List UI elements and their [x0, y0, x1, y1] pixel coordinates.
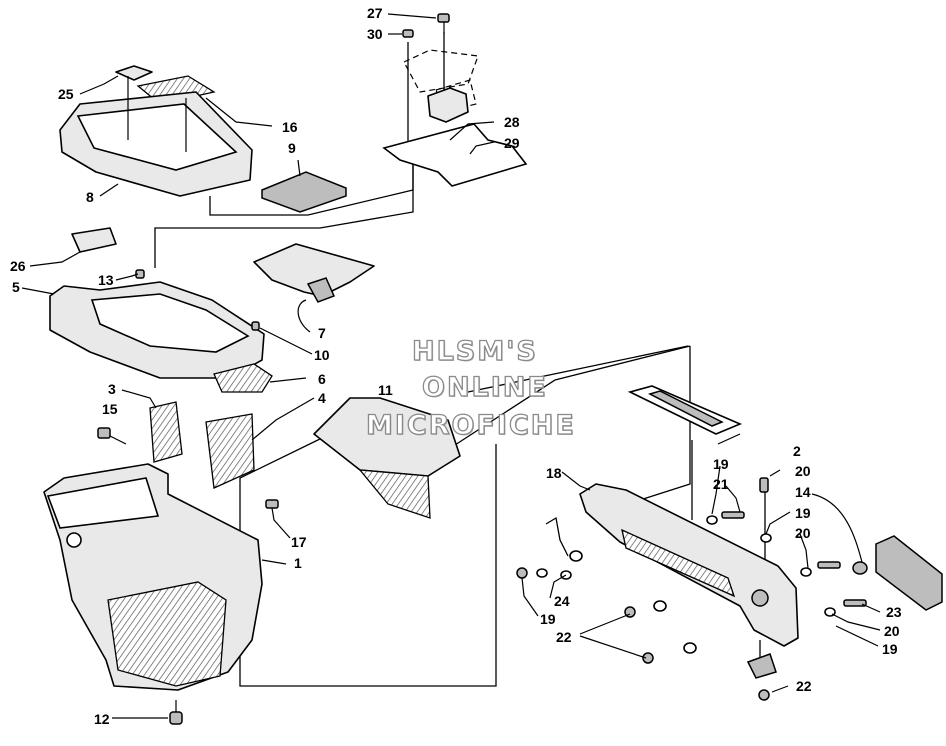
screw-17-icon: [265, 499, 279, 509]
watermark-line-1: HLSM'S: [411, 335, 538, 367]
callout-2: 2: [793, 443, 801, 459]
nut-icon: [642, 652, 654, 664]
callout-11: 11: [378, 382, 393, 398]
grommet-14-icon: [852, 561, 868, 575]
callout-19-mid: 19: [795, 505, 811, 521]
clip-24-washer: [569, 550, 583, 562]
callout-27: 27: [367, 5, 383, 21]
callout-19-right: 19: [882, 641, 898, 657]
callout-8: 8: [86, 189, 94, 205]
callout-20-mid: 20: [795, 525, 811, 541]
lid-8-recess: [76, 103, 238, 171]
guide-lines: [154, 32, 766, 687]
callout-25: 25: [58, 86, 74, 102]
callout-19-left: 19: [540, 611, 556, 627]
callout-20-top: 20: [795, 463, 811, 479]
bracket-7-boss: [306, 277, 336, 303]
washer-icon: [760, 533, 772, 543]
bolt-icon: [817, 561, 841, 569]
bolt-27-icon: [437, 13, 450, 34]
bracket-plate-29: [382, 123, 528, 187]
watermark-line-3: MICROFICHE: [365, 409, 576, 441]
callout-10: 10: [314, 347, 330, 363]
callout-26: 26: [10, 258, 26, 274]
drain-plug-12-icon: [169, 700, 183, 725]
callout-15: 15: [102, 401, 118, 417]
watermark-line-2: ONLINE: [421, 371, 548, 403]
callout-23: 23: [886, 604, 902, 620]
airbox-1-top-opening: [46, 477, 160, 529]
callout-24: 24: [554, 593, 570, 609]
duct-18-port: [751, 589, 769, 607]
bolt-icon: [843, 599, 867, 607]
washer-icon: [683, 642, 697, 654]
washer-icon: [653, 600, 667, 612]
callout-22-left: 22: [556, 629, 572, 645]
callout-20-right: 20: [884, 623, 900, 639]
callout-3: 3: [108, 381, 116, 397]
callout-19-top: 19: [713, 456, 729, 472]
gasket-4: [205, 413, 255, 489]
callout-labels: 27 30 25 16 28 29 9 8 26 13 5 7 10 11 6 …: [10, 5, 902, 727]
duct-18-slot: [621, 528, 736, 598]
callout-30: 30: [367, 26, 383, 42]
clip-24: [545, 516, 569, 557]
callout-16: 16: [282, 119, 298, 135]
tray-5-interior: [90, 293, 250, 353]
callout-28: 28: [504, 114, 520, 130]
callout-14: 14: [795, 484, 811, 500]
bolt-icon: [721, 511, 745, 519]
bolt-icon: [759, 477, 769, 493]
nut-icon: [516, 567, 528, 579]
airbox-1-port: [66, 532, 82, 548]
handle-26: [71, 227, 117, 253]
filter-23: [875, 535, 943, 611]
nut-icon: [758, 689, 770, 701]
callout-4: 4: [318, 390, 326, 406]
cover-tab-25: [115, 65, 153, 81]
gasket-3: [149, 401, 183, 463]
callout-13: 13: [98, 272, 114, 288]
plate-2-slot: [648, 390, 724, 427]
callout-29: 29: [504, 135, 520, 151]
callout-7: 7: [318, 325, 326, 341]
callout-5: 5: [12, 279, 20, 295]
filter-housing-11-funnel: [358, 469, 431, 519]
callout-6: 6: [318, 371, 326, 387]
washer-icon: [536, 568, 548, 578]
bracket-7: [253, 243, 375, 297]
callout-9: 9: [288, 140, 296, 156]
callout-21: 21: [713, 476, 729, 492]
callout-12: 12: [94, 711, 110, 727]
airbox-1-lower-face: [107, 581, 227, 687]
bolt-30-icon: [402, 29, 414, 38]
callout-17: 17: [291, 534, 307, 550]
screw-15-icon: [97, 427, 127, 445]
screw-13-icon: [135, 269, 145, 279]
callout-22-bottom: 22: [796, 678, 812, 694]
filter-9: [261, 171, 347, 213]
callout-leaders: [21, 13, 881, 719]
screw-10-icon: [251, 321, 260, 331]
block-6: [213, 363, 273, 393]
knob-icon: [746, 653, 777, 679]
callout-18: 18: [546, 465, 562, 481]
washer-icon: [800, 567, 812, 577]
callout-1: 1: [294, 555, 302, 571]
washer-icon: [706, 515, 718, 525]
